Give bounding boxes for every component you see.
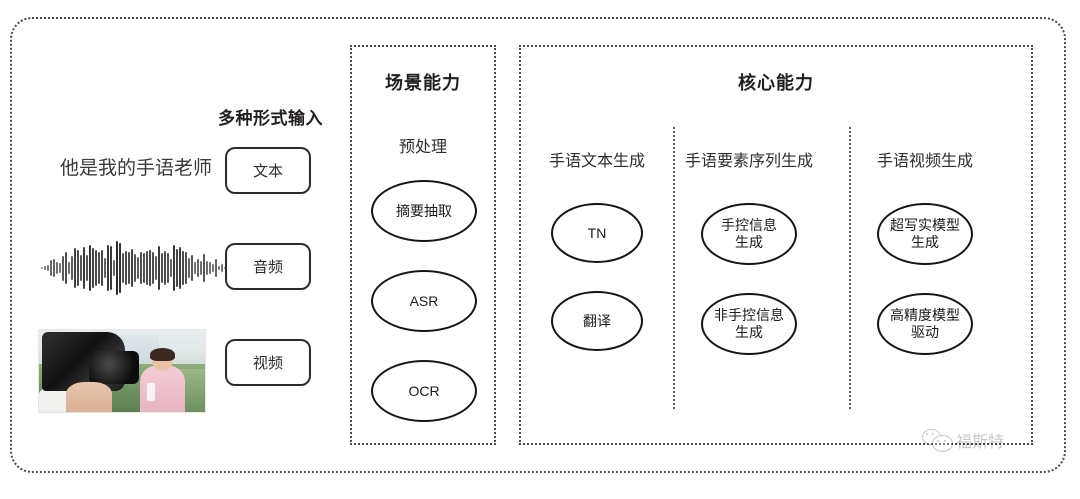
input-button-video-label: 视频: [252, 355, 283, 372]
watermark: 福斯特: [922, 428, 1004, 452]
core-node-translate-label: 翻译: [583, 312, 611, 329]
core-node-nonmanual-info[interactable]: 非手控信息生成: [701, 293, 797, 355]
core-capability-panel: 核心能力 手语文本生成 TN 翻译 手语要素序列生成 手控信息生成 非手控信息生…: [519, 45, 1033, 445]
core-node-hyperreal-model[interactable]: 超写实模型生成: [877, 203, 973, 265]
input-button-text[interactable]: 文本: [225, 147, 311, 194]
input-section-heading: 多种形式输入: [218, 109, 323, 128]
core-node-tn[interactable]: TN: [551, 203, 643, 263]
core-column-sign-text: 手语文本生成 TN 翻译: [521, 147, 673, 351]
input-button-video[interactable]: 视频: [225, 339, 311, 386]
scene-node-asr-label: ASR: [409, 292, 439, 309]
core-node-manual-info-label: 手控信息生成: [721, 217, 777, 250]
watermark-text: 福斯特: [956, 434, 1005, 451]
scene-panel-subhead: 预处理: [398, 139, 447, 156]
core-column-element-sequence: 手语要素序列生成 手控信息生成 非手控信息生成: [673, 147, 825, 355]
wechat-icon: [922, 429, 953, 452]
scene-node-summary-label: 摘要抽取: [396, 202, 452, 219]
input-button-audio[interactable]: 音频: [225, 243, 311, 290]
core-node-manual-info[interactable]: 手控信息生成: [701, 203, 797, 265]
audio-waveform-icon: [40, 238, 226, 298]
scene-node-ocr[interactable]: OCR: [371, 360, 477, 422]
input-button-text-label: 文本: [252, 163, 283, 180]
scene-capability-panel: 场景能力 预处理 摘要抽取 ASR OCR: [350, 45, 496, 445]
core-column-sign-text-head: 手语文本生成: [548, 153, 645, 170]
core-column-sign-video-head: 手语视频生成: [876, 153, 973, 170]
scene-node-ocr-label: OCR: [408, 382, 440, 399]
sample-text: 他是我的手语老师: [59, 158, 212, 179]
core-column-divider-2: [849, 127, 851, 409]
input-section: 多种形式输入 他是我的手语老师 文本 音频 视频: [30, 90, 330, 420]
scene-panel-title: 场景能力: [385, 73, 461, 93]
core-node-tn-label: TN: [587, 224, 607, 241]
core-node-translate[interactable]: 翻译: [551, 291, 643, 351]
core-column-divider-1: [673, 127, 675, 409]
scene-node-asr[interactable]: ASR: [371, 270, 477, 332]
core-node-highprecision-model[interactable]: 高精度模型驱动: [877, 293, 973, 355]
core-node-nonmanual-info-label: 非手控信息生成: [714, 307, 784, 340]
core-node-highprecision-model-label: 高精度模型驱动: [890, 307, 960, 340]
scene-node-summary[interactable]: 摘要抽取: [371, 180, 477, 242]
core-panel-title: 核心能力: [738, 73, 814, 93]
core-column-sign-video: 手语视频生成 超写实模型生成 高精度模型驱动: [849, 147, 1001, 355]
input-button-audio-label: 音频: [252, 259, 283, 276]
video-thumbnail: [38, 329, 206, 413]
core-node-hyperreal-model-label: 超写实模型生成: [890, 217, 960, 250]
outer-dotted-frame: [10, 17, 1066, 473]
core-column-element-sequence-head: 手语要素序列生成: [684, 153, 813, 170]
